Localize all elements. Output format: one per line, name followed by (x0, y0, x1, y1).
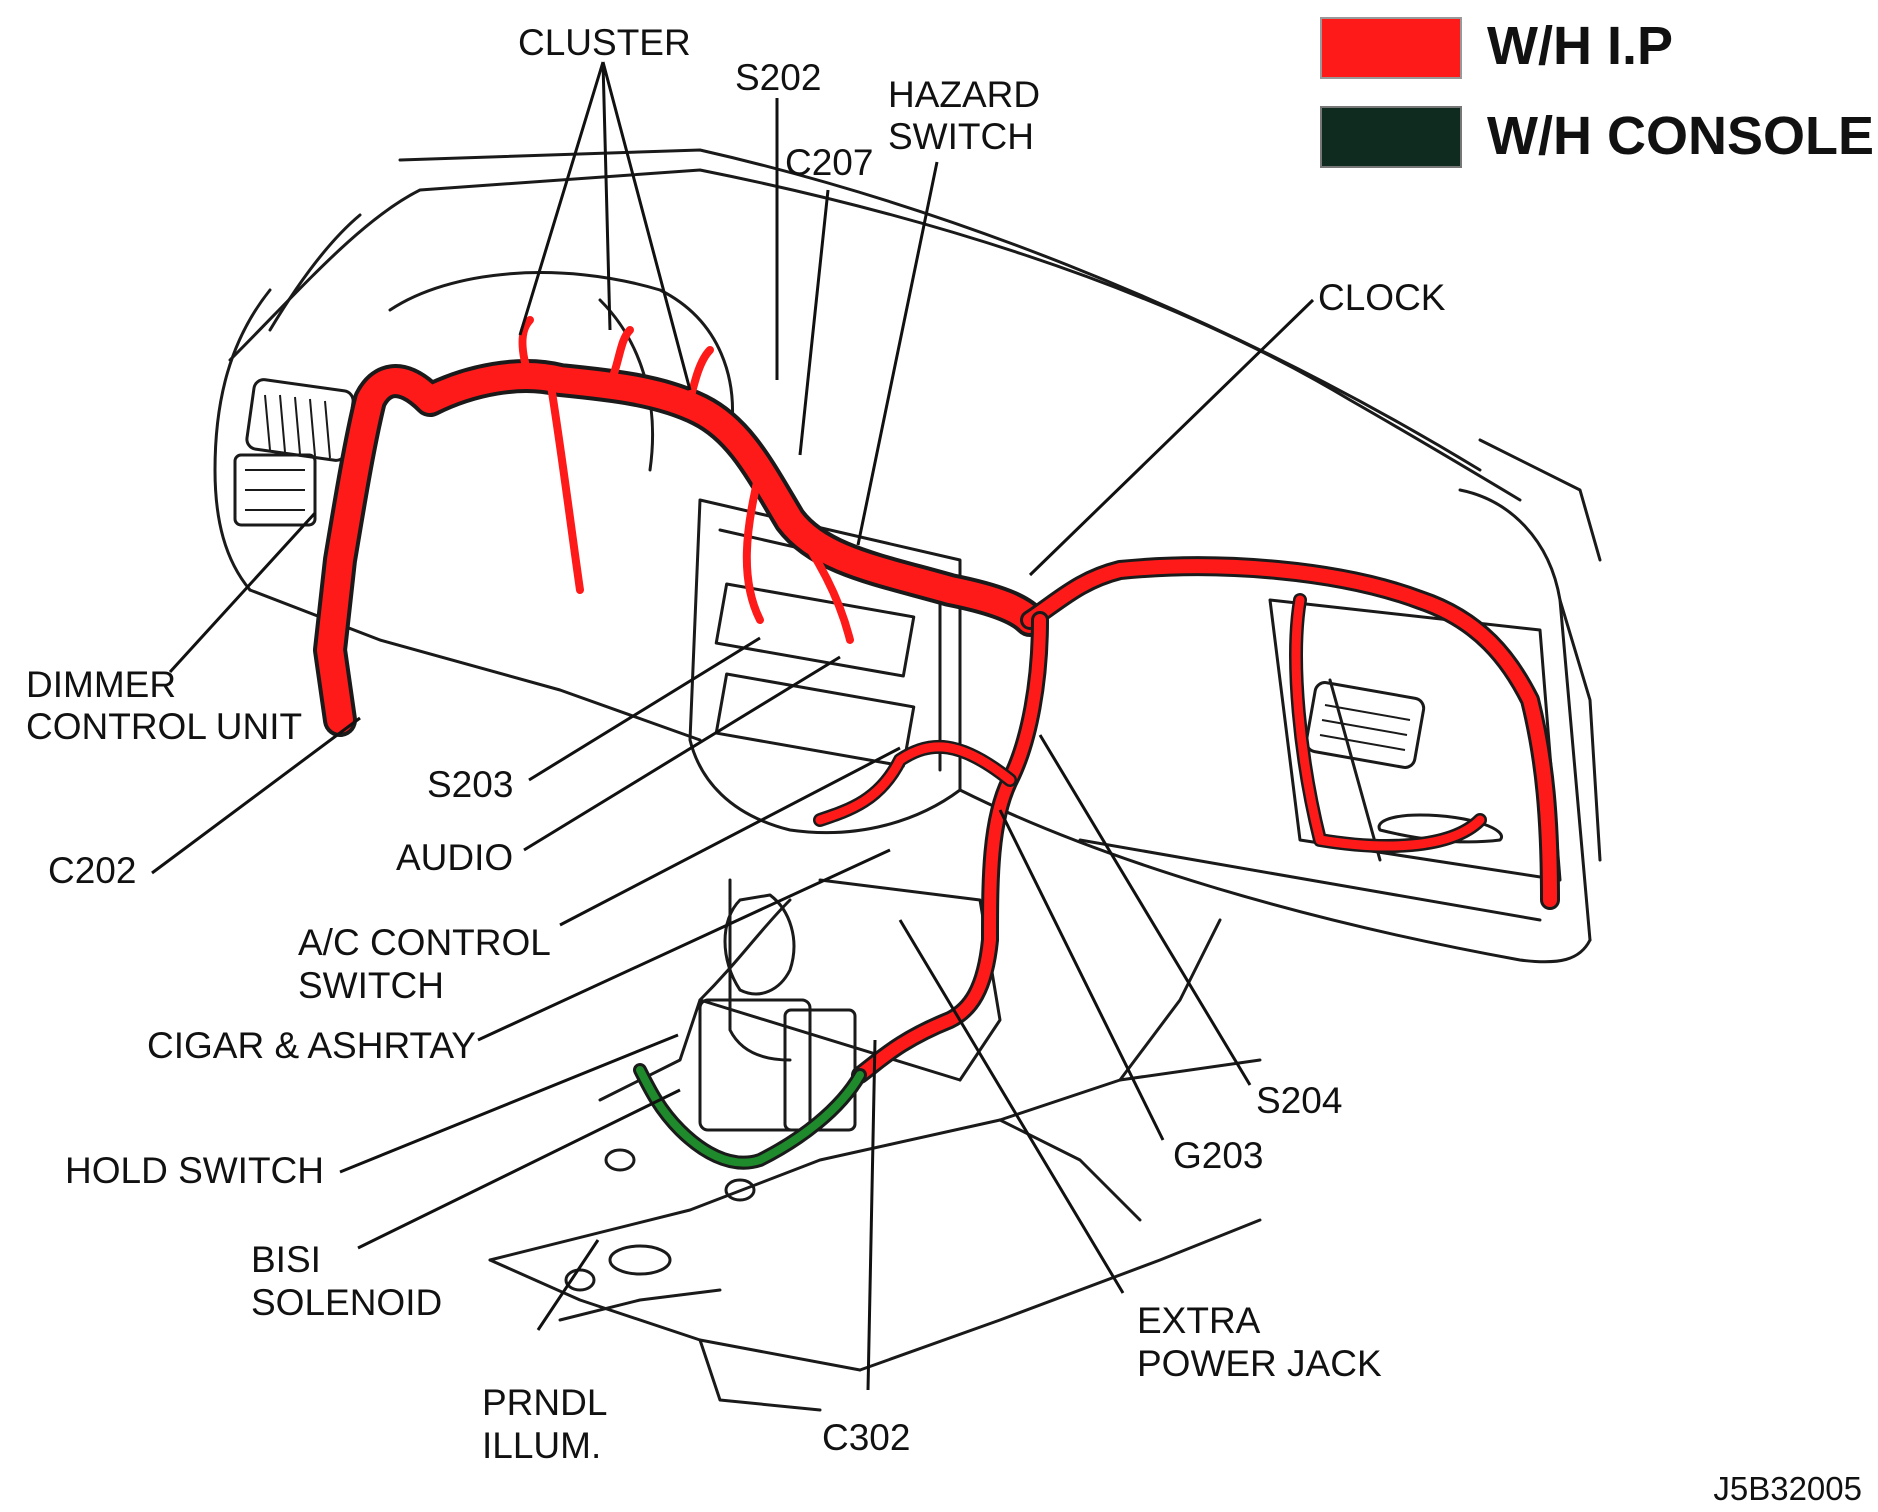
legend-swatch-wh-ip (1320, 17, 1462, 79)
legend-swatch-wh-console (1320, 106, 1462, 168)
label-extra-line1: EXTRA (1137, 1300, 1261, 1341)
label-s203: S203 (427, 764, 513, 805)
console-harness (633, 1063, 867, 1170)
label-clock: CLOCK (1318, 277, 1446, 318)
legend-item-wh-console: W/H CONSOLE (1320, 106, 1874, 168)
label-dimmer-line2: CONTROL UNIT (26, 706, 302, 747)
ip-harness (313, 316, 1560, 1084)
label-hold: HOLD SWITCH (65, 1150, 324, 1191)
label-cluster: CLUSTER (518, 22, 691, 63)
label-dimmer-line1: DIMMER (26, 664, 176, 705)
label-ac-line2: SWITCH (298, 965, 444, 1006)
legend-label-wh-ip: W/H I.P (1487, 16, 1673, 76)
figure-code: J5B32005 (1713, 1470, 1862, 1507)
label-bisi-line1: BISI (251, 1239, 321, 1280)
label-cigar: CIGAR & ASHRTAY (147, 1025, 476, 1066)
label-extra-line2: POWER JACK (1137, 1343, 1382, 1384)
label-s204: S204 (1256, 1080, 1342, 1121)
label-s202: S202 (735, 57, 821, 98)
legend-item-wh-ip: W/H I.P (1320, 16, 1673, 79)
label-c302: C302 (822, 1417, 910, 1458)
label-c202: C202 (48, 850, 136, 891)
label-audio: AUDIO (396, 837, 513, 878)
label-hazard-line1: HAZARD (888, 74, 1040, 115)
label-ac-line1: A/C CONTROL (298, 922, 551, 963)
dashboard-outline (213, 148, 1602, 1412)
callout-labels: CLUSTER S202 HAZARD SWITCH C207 CLOCK DI… (26, 22, 1446, 1466)
label-hazard-line2: SWITCH (888, 116, 1034, 157)
legend: W/H I.P W/H CONSOLE (1320, 16, 1874, 168)
label-prndl-line2: ILLUM. (482, 1425, 601, 1466)
label-c207: C207 (785, 142, 873, 183)
leader-lines (151, 61, 1315, 1391)
label-bisi-line2: SOLENOID (251, 1282, 442, 1323)
legend-label-wh-console: W/H CONSOLE (1487, 106, 1874, 166)
label-prndl-line1: PRNDL (482, 1382, 607, 1423)
label-g203: G203 (1173, 1135, 1264, 1176)
